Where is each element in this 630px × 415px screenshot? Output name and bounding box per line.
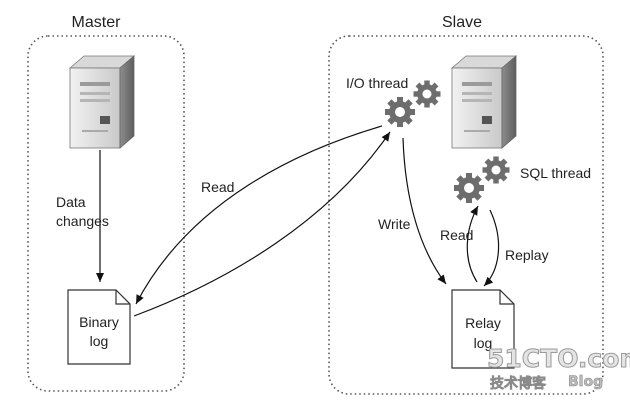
sql-read-label: Read — [440, 227, 473, 243]
read-link-label: Read — [201, 179, 234, 195]
replay-label: Replay — [505, 247, 549, 263]
binary-log-label-line2: log — [90, 333, 109, 349]
document-icon — [67, 289, 131, 365]
sql-read-arrow — [466, 205, 479, 283]
watermark-site: 51CTO.com — [487, 344, 630, 373]
data-changes-label-line1: Data — [56, 194, 86, 210]
data-changes-label-line2: changes — [56, 213, 109, 229]
watermark-blog-cn: 技术博客 — [490, 375, 547, 392]
binary-log-label-line1: Binary — [79, 314, 119, 330]
document-icon — [451, 289, 515, 369]
write-label: Write — [378, 216, 411, 232]
write-arrow — [402, 137, 447, 285]
watermark-blog-en: Blog — [568, 374, 603, 390]
io-thread-label: I/O thread — [346, 75, 408, 91]
read-response-arrow — [133, 131, 391, 317]
relay-log-document: Relay log — [451, 289, 515, 369]
read-request-arrow — [135, 125, 383, 305]
master-title: Master — [72, 14, 122, 31]
server-icon — [450, 55, 518, 149]
slave-title: Slave — [442, 14, 482, 31]
server-icon — [68, 55, 136, 149]
relay-log-label-line1: Relay — [465, 315, 501, 331]
watermark: 51CTO.com 技术博客 Blog — [487, 344, 630, 393]
gears-icon — [454, 156, 510, 203]
replay-arrow — [483, 209, 500, 287]
sql-thread-label: SQL thread — [520, 165, 591, 181]
relay-log-label-line2: log — [474, 335, 493, 351]
binary-log-document: Binary log — [67, 289, 131, 365]
slave-box — [328, 35, 604, 395]
